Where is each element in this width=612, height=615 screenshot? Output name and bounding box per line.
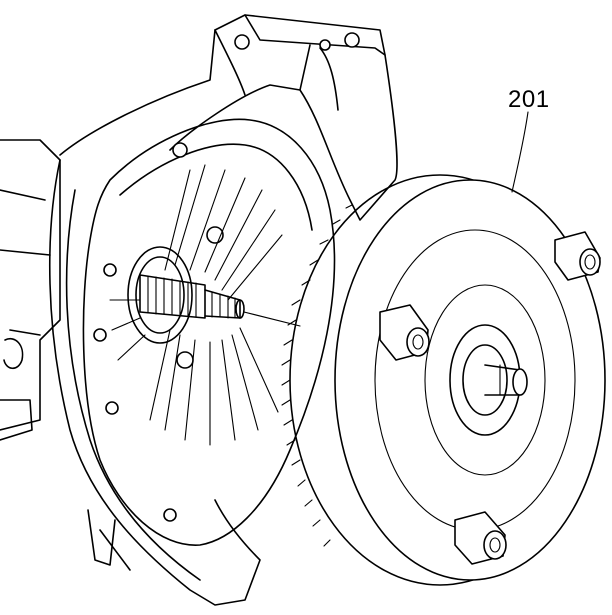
converter-lug-bottom	[454, 511, 507, 565]
converter-lug-top-right	[554, 231, 601, 281]
transmission-case	[0, 14, 398, 606]
callout-label: 201	[508, 86, 550, 113]
torque-converter	[281, 111, 606, 586]
converter-lug-left	[379, 304, 430, 361]
